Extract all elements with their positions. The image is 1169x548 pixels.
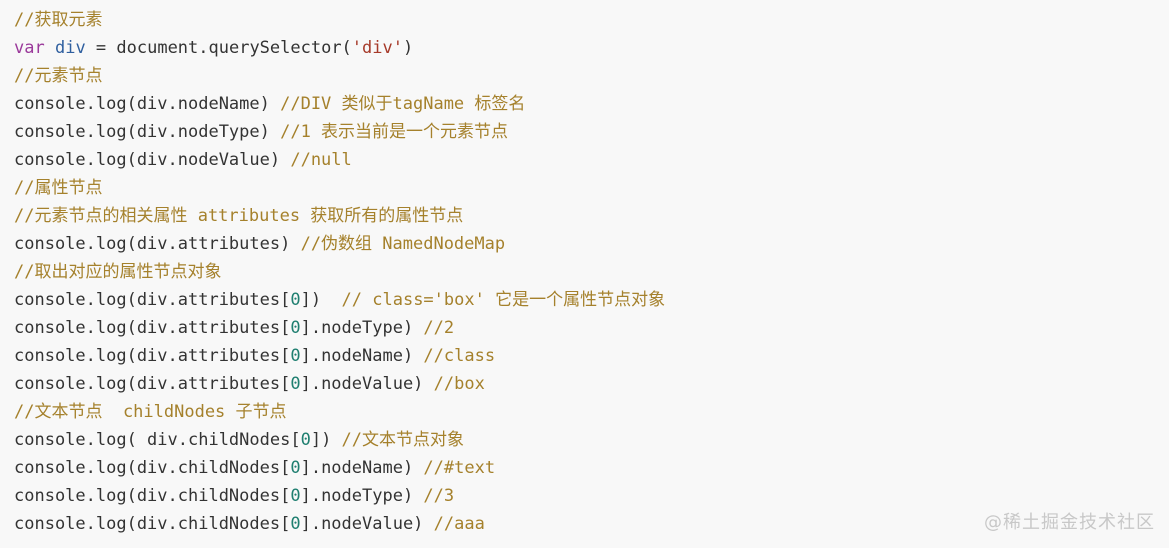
code-token: //3 (423, 486, 455, 506)
code-token: ) (402, 38, 414, 58)
code-token: ]) (310, 430, 342, 450)
code-token: //2 (423, 318, 455, 338)
code-token: = document.querySelector( (85, 38, 352, 58)
code-token: console.log(div.attributes[ (14, 346, 291, 366)
code-token: console.log( div.childNodes[ (14, 430, 301, 450)
code-token: ]) (300, 290, 342, 310)
code-token: 0 (290, 346, 301, 366)
code-token: //null (290, 150, 352, 170)
code-line: //元素节点 (14, 62, 102, 90)
code-token: console.log(div.attributes[ (14, 290, 291, 310)
code-line: console.log(div.childNodes[0].nodeType) … (14, 482, 454, 510)
code-token: console.log(div.nodeValue) (14, 150, 291, 170)
code-token: console.log(div.nodeName) (14, 94, 281, 114)
code-token: console.log(div.attributes[ (14, 374, 291, 394)
code-token: ].nodeName) (300, 458, 424, 478)
code-token (45, 38, 55, 58)
code-line: //属性节点 (14, 174, 102, 202)
code-token: 'div' (351, 38, 403, 58)
code-token: ].nodeType) (300, 486, 424, 506)
code-token: //#text (423, 458, 496, 478)
code-token: 0 (300, 430, 311, 450)
watermark: @稀土掘金技术社区 (984, 512, 1155, 533)
code-token: //伪数组 NamedNodeMap (300, 234, 506, 254)
code-token: console.log(div.childNodes[ (14, 486, 291, 506)
code-line: console.log(div.nodeType) //1 表示当前是一个元素节… (14, 118, 508, 146)
code-line: //元素节点的相关属性 attributes 获取所有的属性节点 (14, 202, 463, 230)
code-line: console.log(div.nodeValue) //null (14, 146, 352, 174)
code-token: //取出对应的属性节点对象 (14, 262, 222, 282)
code-line: console.log(div.childNodes[0].nodeName) … (14, 454, 495, 482)
code-token: //元素节点的相关属性 attributes 获取所有的属性节点 (14, 206, 464, 226)
code-line: //取出对应的属性节点对象 (14, 258, 221, 286)
code-line: var div = document.querySelector('div') (14, 34, 413, 62)
code-token: //1 表示当前是一个元素节点 (280, 122, 509, 142)
code-token: console.log(div.attributes) (14, 234, 301, 254)
code-token: //DIV 类似于tagName 标签名 (280, 94, 526, 114)
code-line: console.log(div.nodeName) //DIV 类似于tagNa… (14, 90, 525, 118)
code-token: console.log(div.attributes[ (14, 318, 291, 338)
code-line: console.log(div.attributes) //伪数组 NamedN… (14, 230, 505, 258)
code-token: console.log(div.nodeType) (14, 122, 281, 142)
code-token: ].nodeValue) (300, 514, 434, 534)
code-token: ].nodeValue) (300, 374, 434, 394)
code-token: 0 (290, 318, 301, 338)
code-line: console.log(div.attributes[0].nodeType) … (14, 314, 454, 342)
code-token: //box (433, 374, 485, 394)
code-token: //文本节点对象 (341, 430, 465, 450)
code-line: console.log(div.childNodes[0].nodeValue)… (14, 510, 485, 538)
code-token: //获取元素 (14, 10, 103, 30)
code-token: //元素节点 (14, 66, 103, 86)
code-token: 0 (290, 458, 301, 478)
code-token: console.log(div.childNodes[ (14, 514, 291, 534)
code-token: ].nodeType) (300, 318, 424, 338)
code-token: //属性节点 (14, 178, 103, 198)
code-token: var (14, 38, 45, 58)
code-token: //class (423, 346, 496, 366)
code-token: console.log(div.childNodes[ (14, 458, 291, 478)
code-line: console.log(div.attributes[0].nodeName) … (14, 342, 495, 370)
code-token: // class='box' 它是一个属性节点对象 (341, 290, 666, 310)
code-token: ].nodeName) (300, 346, 424, 366)
code-line: console.log(div.attributes[0]) // class=… (14, 286, 665, 314)
code-token: //aaa (433, 514, 485, 534)
code-line: console.log( div.childNodes[0]) //文本节点对象 (14, 426, 464, 454)
code-token: div (54, 38, 86, 58)
code-token: 0 (290, 514, 301, 534)
code-line: //文本节点 childNodes 子节点 (14, 398, 287, 426)
code-token: 0 (290, 486, 301, 506)
code-line: //获取元素 (14, 6, 102, 34)
code-token: //文本节点 childNodes 子节点 (14, 402, 287, 422)
code-line: console.log(div.attributes[0].nodeValue)… (14, 370, 485, 398)
code-token: 0 (290, 374, 301, 394)
code-token: 0 (290, 290, 301, 310)
